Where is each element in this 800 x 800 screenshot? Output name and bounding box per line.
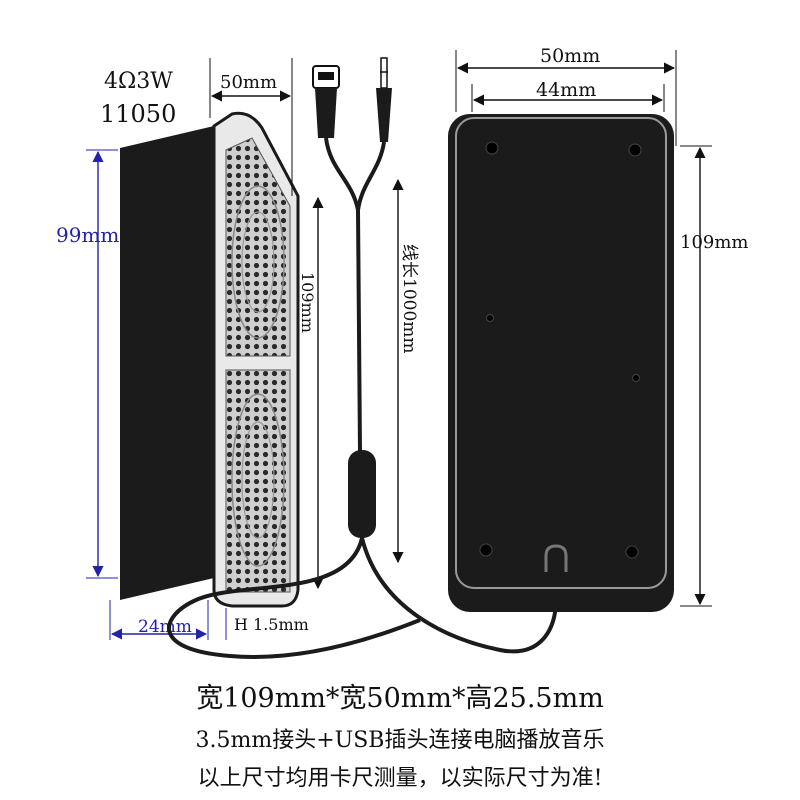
back-outer-width-dimension: 50mm [455,45,677,146]
back-height-label: 109mm [680,232,749,253]
speaker-side-panel [120,126,214,600]
cable-grommet [544,544,568,572]
side-depth-label: 24mm [138,617,192,637]
side-speaker [120,111,300,608]
grille-depth-label: H 1.5mm [234,615,309,634]
impedance-power-label: 4Ω3W [104,69,173,94]
grille-depth-dimension: H 1.5mm [225,608,309,640]
cable-length-label: 线长1000mm [399,244,419,354]
upper-grille [225,137,291,357]
inline-volume-control[interactable] [348,450,376,538]
usb-plug [312,65,340,138]
lower-grille [225,369,291,593]
audio-jack-plug [376,57,392,142]
back-inner-width-label: 44mm [536,79,596,101]
cable-length-dimension: 线长1000mm [392,178,419,564]
side-height-dimension: 99mm [56,149,119,579]
side-width-label: 50mm [220,72,277,93]
cable-assembly [167,57,558,659]
back-height-dimension: 109mm [680,145,749,607]
back-speaker [448,114,674,612]
size-caption: 宽109mm*宽50mm*高25.5mm [196,683,604,714]
mounting-holes [479,141,642,559]
front-height-dimension: 109mm [298,196,324,590]
side-depth-dimension: 24mm [109,600,209,640]
side-width-dimension: 50mm [209,58,293,196]
back-outer-width-label: 50mm [540,45,600,67]
back-inner-width-dimension: 44mm [471,79,665,112]
speaker-back-panel [448,114,674,612]
connection-caption: 3.5mm接头+USB插头连接电脑播放音乐 [195,728,605,753]
model-number-label: 11050 [100,100,176,128]
side-height-label: 99mm [56,223,119,247]
measurement-note: 以上尺寸均用卡尺测量，以实际尺寸为准! [197,766,603,791]
front-height-label: 109mm [298,272,317,333]
